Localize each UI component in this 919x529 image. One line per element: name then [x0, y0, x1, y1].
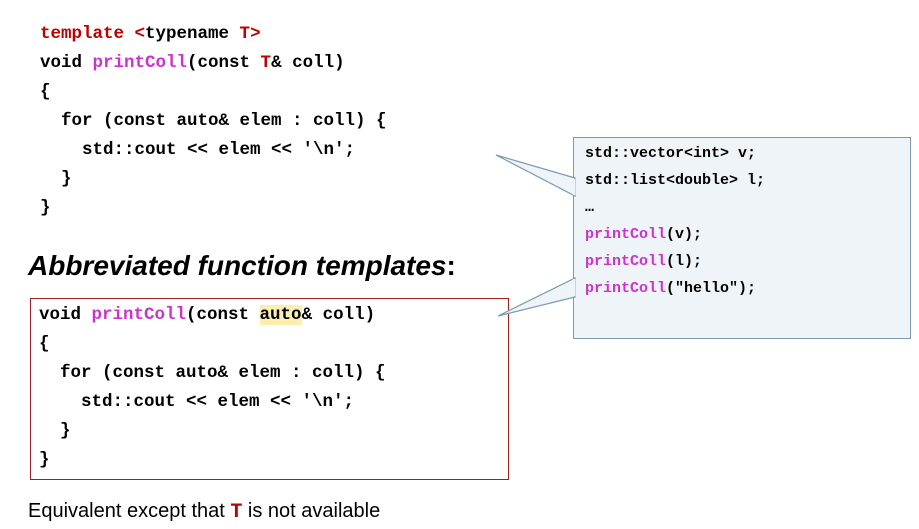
call-args: ("hello"); — [666, 280, 757, 297]
param-type-T: T — [260, 53, 272, 73]
code-line: } — [39, 450, 50, 470]
params-end: & coll) — [271, 53, 345, 73]
template-close-bracket: > — [250, 24, 261, 44]
params-end: & coll) — [301, 305, 376, 325]
abbreviated-code-box: void printColl(const auto& coll) { for (… — [30, 298, 509, 480]
heading-colon: : — [446, 250, 456, 281]
params-start: (const — [187, 53, 261, 73]
section-heading: Abbreviated function templates: — [28, 250, 456, 282]
footnote-after: is not available — [242, 500, 381, 522]
code-line: { — [40, 82, 51, 102]
code-line: } — [40, 198, 51, 218]
code-line: } — [40, 169, 72, 189]
call-args: (l); — [666, 253, 703, 270]
pointer-to-abbreviated — [497, 277, 576, 317]
function-name: printColl — [585, 226, 667, 243]
usage-callout: std::vector<int> v; std::list<double> l;… — [573, 137, 911, 339]
function-name: printColl — [585, 253, 667, 270]
call-args: (v); — [666, 226, 703, 243]
typename-keyword: typename — [145, 24, 240, 44]
auto-highlight: auto — [259, 305, 302, 325]
params-start: (const — [186, 305, 260, 325]
code-line: std::vector<int> v; — [585, 145, 757, 162]
function-name: printColl — [92, 53, 188, 73]
code-line: for (const auto& elem : coll) { — [39, 363, 386, 383]
usage-code-block: std::vector<int> v; std::list<double> l;… — [585, 140, 765, 302]
code-line: { — [39, 334, 50, 354]
footnote-before: Equivalent except that — [28, 500, 231, 522]
code-line: for (const auto& elem : coll) { — [40, 111, 387, 131]
void-keyword: void — [40, 53, 93, 73]
footnote: Equivalent except that T is not availabl… — [28, 500, 380, 524]
code-line: } — [39, 421, 71, 441]
code-line: std::cout << elem << '\n'; — [39, 392, 355, 412]
template-open-bracket: < — [124, 24, 146, 44]
template-param-T: T — [239, 24, 251, 44]
pointer-to-template — [495, 154, 576, 197]
void-keyword: void — [39, 305, 92, 325]
code-line: … — [585, 199, 595, 216]
template-code-block: template <typename T> void printColl(con… — [40, 20, 387, 223]
code-line: std::list<double> l; — [585, 172, 766, 189]
footnote-T: T — [230, 501, 243, 524]
abbreviated-code-block: void printColl(const auto& coll) { for (… — [39, 301, 386, 475]
code-line: std::cout << elem << '\n'; — [40, 140, 356, 160]
function-name: printColl — [91, 305, 187, 325]
template-keyword: template — [40, 24, 125, 44]
heading-text: Abbreviated function templates — [28, 250, 447, 281]
function-name: printColl — [585, 280, 667, 297]
